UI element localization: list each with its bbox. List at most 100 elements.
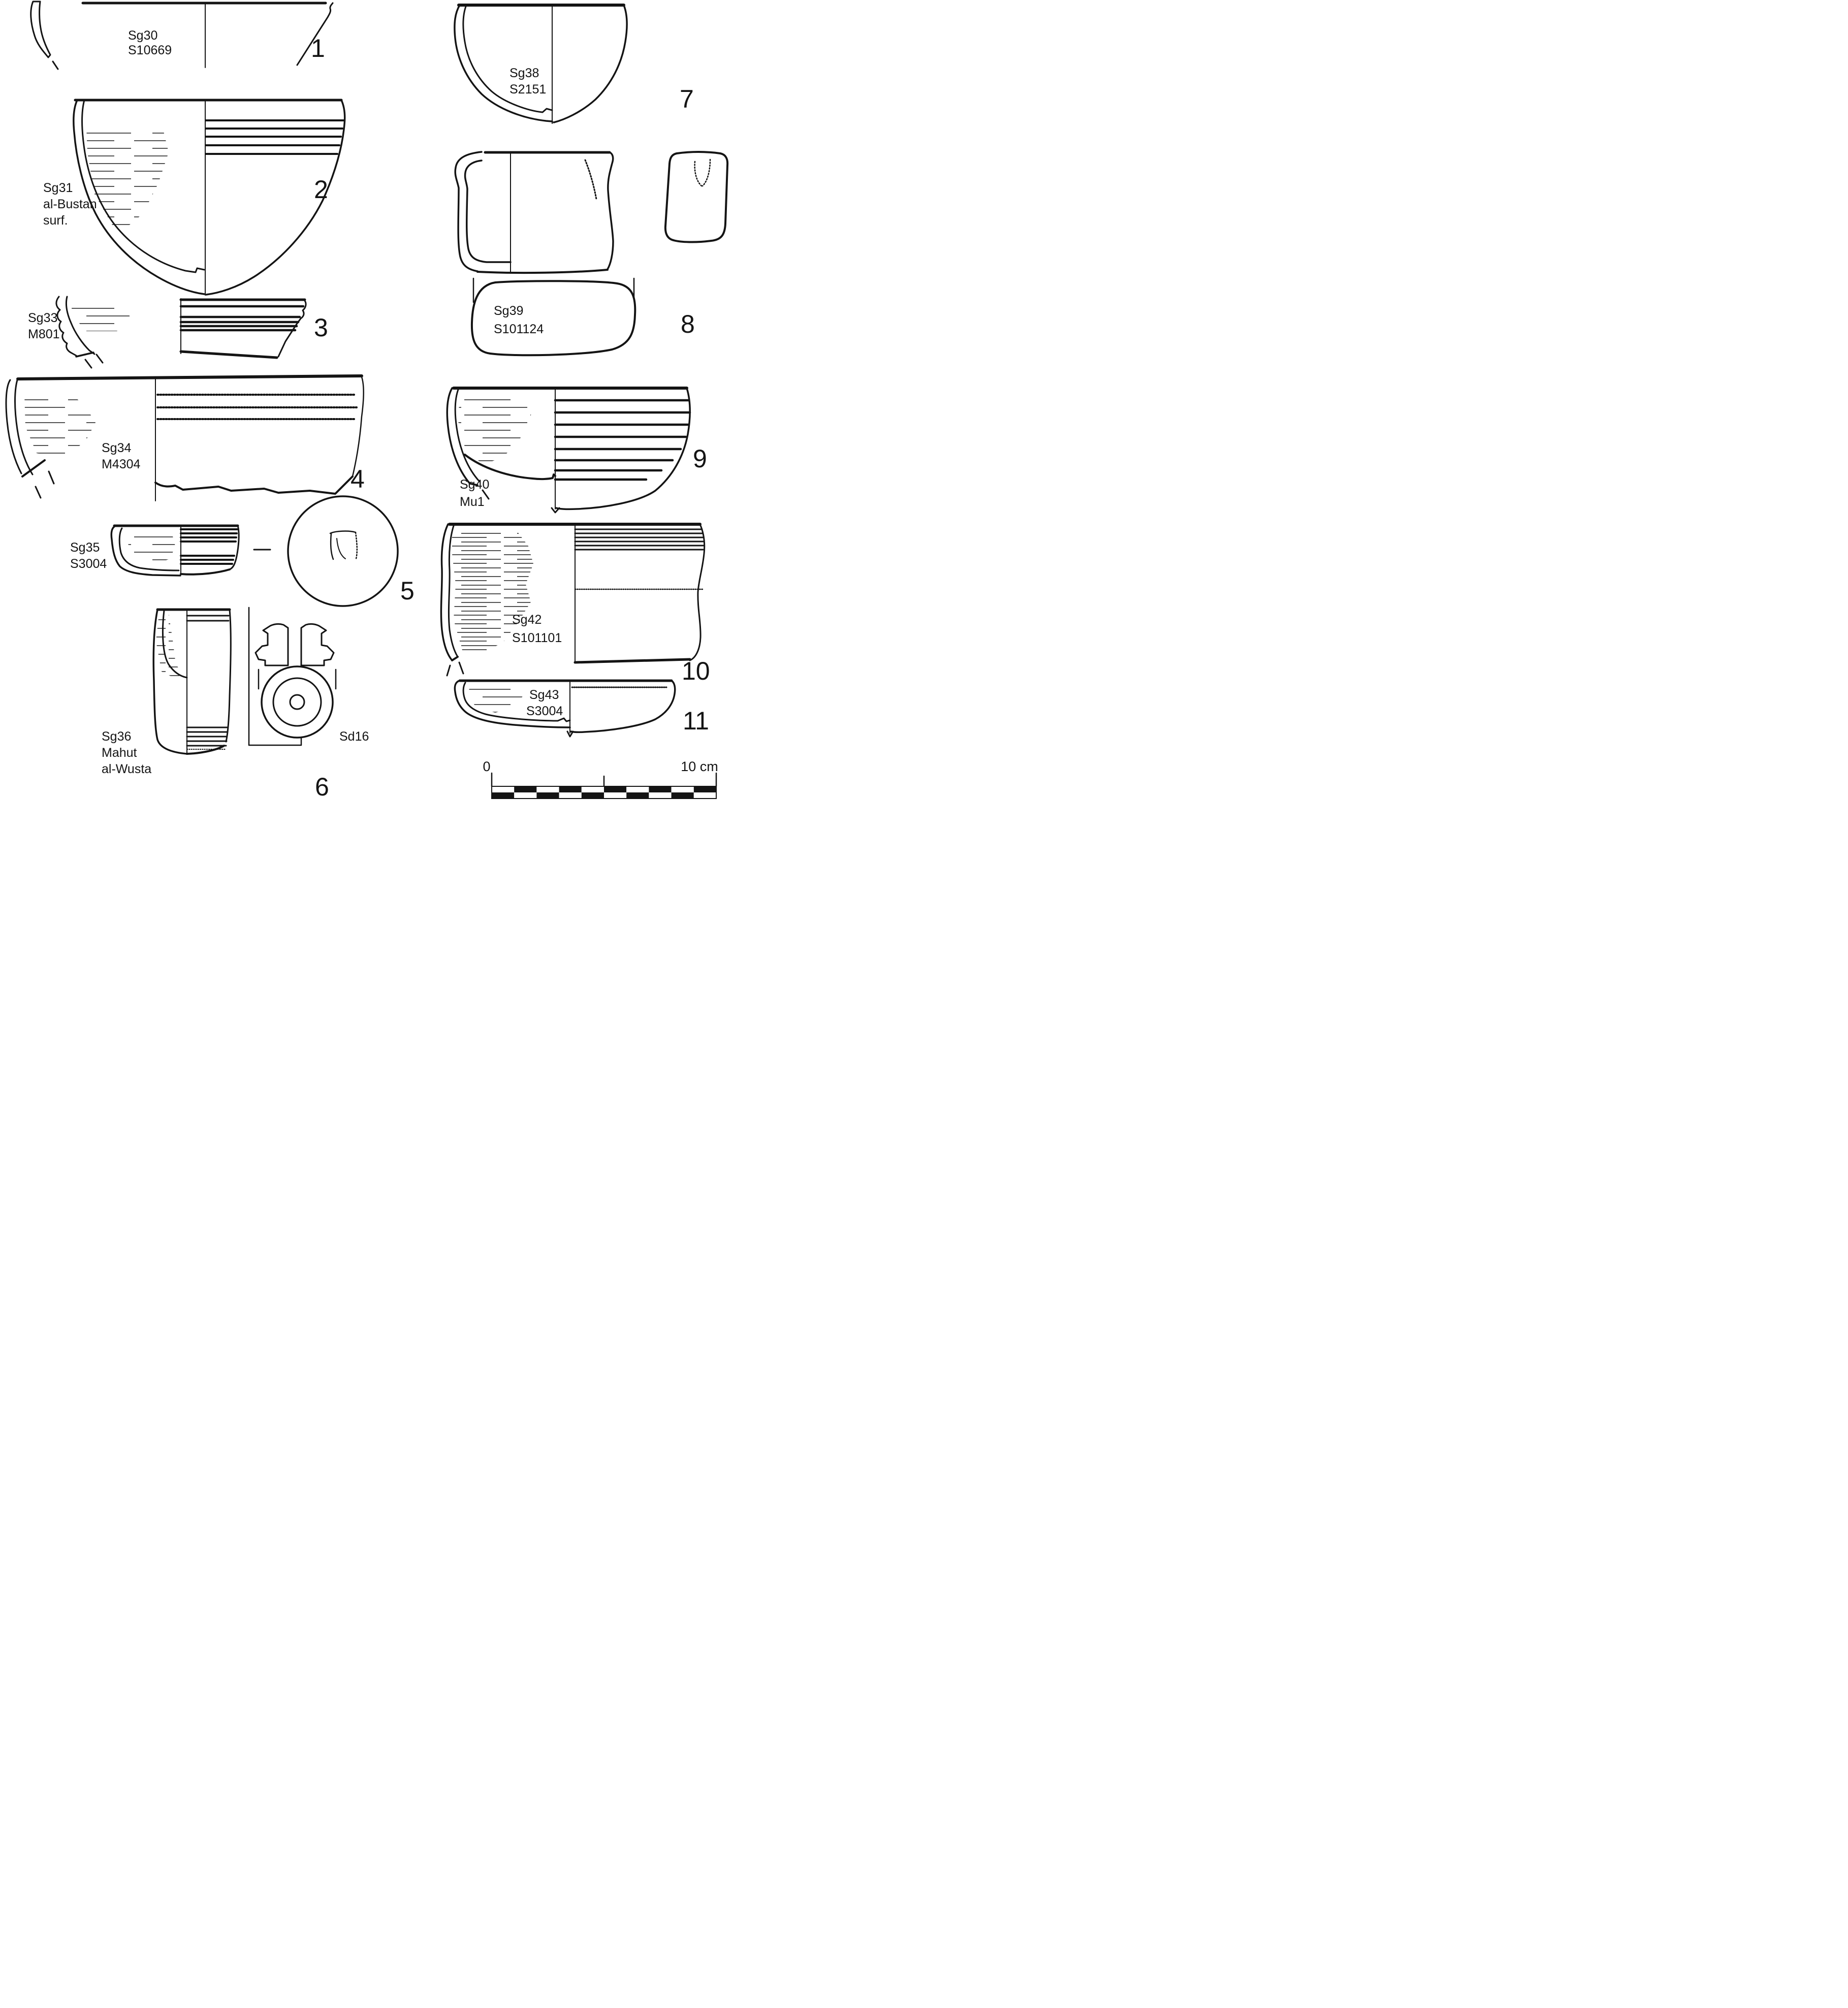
sherd-id: Sg34	[102, 441, 131, 455]
base-break	[573, 658, 691, 664]
sherd-context: S3004	[526, 704, 563, 718]
item-number: 10	[682, 657, 710, 685]
sherd-id: Sg30	[128, 28, 157, 43]
break-line	[75, 352, 94, 358]
outer-profile	[5, 379, 22, 474]
base-line	[476, 269, 609, 274]
sherd-site-2: al-Wusta	[102, 762, 151, 776]
body-outline	[689, 523, 706, 661]
rim-bands	[574, 528, 705, 551]
base-nub	[551, 507, 560, 514]
item-number: 11	[683, 707, 709, 735]
inner-profile	[14, 379, 34, 475]
body-bands	[554, 399, 691, 481]
outer-profile	[440, 523, 453, 661]
sherd-context: S3004	[70, 557, 107, 571]
sherd-id: Sg39	[494, 304, 523, 318]
break-dashes	[35, 470, 55, 499]
vessel-drawing-sg42: Sg42 S101101 10	[440, 523, 710, 685]
item-number: 5	[400, 577, 415, 605]
item-number: 4	[351, 465, 365, 493]
inner-profile	[462, 4, 553, 113]
vessel-drawing-sg43: Sg43 S3004 11	[454, 679, 709, 738]
sherd-profile	[30, 1, 51, 58]
sherd-id: Sg43	[529, 688, 559, 702]
lid-center-mark	[329, 530, 358, 560]
break-line	[21, 459, 46, 477]
inner-profile	[81, 99, 205, 273]
hatching	[86, 127, 169, 235]
break-dashes	[446, 661, 464, 677]
hatching	[156, 614, 184, 678]
sherd-context: M4304	[102, 457, 141, 471]
body-outline	[352, 376, 365, 477]
break-dash	[482, 489, 490, 500]
inner-profile	[448, 523, 459, 658]
item-number: 8	[681, 310, 695, 338]
interior-line	[464, 454, 556, 481]
hatching	[458, 394, 533, 465]
inner-profile	[65, 296, 95, 355]
sherd-id: Sg38	[509, 66, 539, 80]
sherd-site-1: Mahut	[102, 746, 137, 760]
sherd-context: S101101	[512, 631, 562, 645]
outer-profile	[454, 680, 571, 728]
outer-profile	[73, 99, 205, 295]
scale-end-label: 10 cm	[681, 759, 718, 774]
hatching	[467, 686, 524, 713]
lid-plan-view	[287, 495, 399, 607]
inner-profile	[162, 610, 188, 679]
scale-start-label: 0	[483, 759, 490, 774]
base-break	[179, 350, 278, 359]
rim-bands	[179, 305, 305, 332]
pottery-figure: Sg30 S10669 1 Sg31 al-Bustan surf. 2	[5, 1, 729, 801]
dotted-v-mark	[694, 158, 711, 187]
body-outline	[225, 609, 232, 743]
section-bracket	[248, 607, 302, 746]
body-outline	[296, 2, 334, 66]
sherd-context: S2151	[509, 82, 546, 97]
lower-bands	[186, 726, 228, 747]
sherd-id: Sg36	[102, 729, 131, 744]
vessel-drawing-sg39: Sg39 S101124 8	[454, 151, 729, 357]
hatching	[452, 529, 533, 653]
break-dashes	[84, 354, 104, 369]
body-outline	[229, 524, 240, 570]
item-number: 2	[314, 175, 328, 204]
sd16-label: Sd16	[339, 729, 369, 744]
sherd-site: al-Bustan	[43, 197, 97, 211]
body-outline	[555, 387, 691, 511]
body-outline	[570, 680, 676, 734]
base-break	[154, 475, 354, 495]
vessel-drawing-sg38: Sg38 S2151 7	[454, 4, 694, 124]
sherd-id: Sg33	[28, 311, 57, 325]
inner-profile	[118, 527, 180, 571]
outer-profile	[110, 525, 181, 577]
item-number: 6	[315, 773, 329, 801]
handle-outer	[454, 151, 483, 272]
sherd-context: S10669	[128, 43, 172, 57]
body-outline	[607, 151, 614, 270]
scale-bar: 0 10 cm	[483, 759, 718, 799]
hatching	[24, 394, 95, 458]
sherd-id: Sg35	[70, 540, 100, 555]
item-number: 7	[680, 85, 694, 113]
vessel-drawing-sg36: Sg36 Mahut al-Wusta Sd16 6	[102, 607, 369, 801]
vessel-drawing-sg30: Sg30 S10669 1	[30, 1, 334, 70]
outer-profile	[55, 296, 77, 357]
sherd-context: M801	[28, 327, 60, 341]
vessel-drawing-sg34: Sg34 M4304 4	[5, 374, 365, 501]
sherd-context: surf.	[43, 213, 68, 228]
sd16-plan-view	[261, 665, 334, 739]
rim-bands	[186, 615, 230, 622]
sherd-context: S101124	[494, 322, 544, 336]
base-nub	[566, 730, 574, 738]
vessel-drawing-sg40: Sg40 Mu1 9	[446, 387, 707, 514]
break-dash	[52, 60, 59, 70]
handle-inner	[464, 160, 512, 263]
outer-profile	[152, 609, 188, 755]
break-line	[451, 656, 459, 661]
stippled-bands	[156, 394, 358, 420]
item-number: 3	[314, 313, 328, 342]
rim-bands	[180, 528, 238, 565]
